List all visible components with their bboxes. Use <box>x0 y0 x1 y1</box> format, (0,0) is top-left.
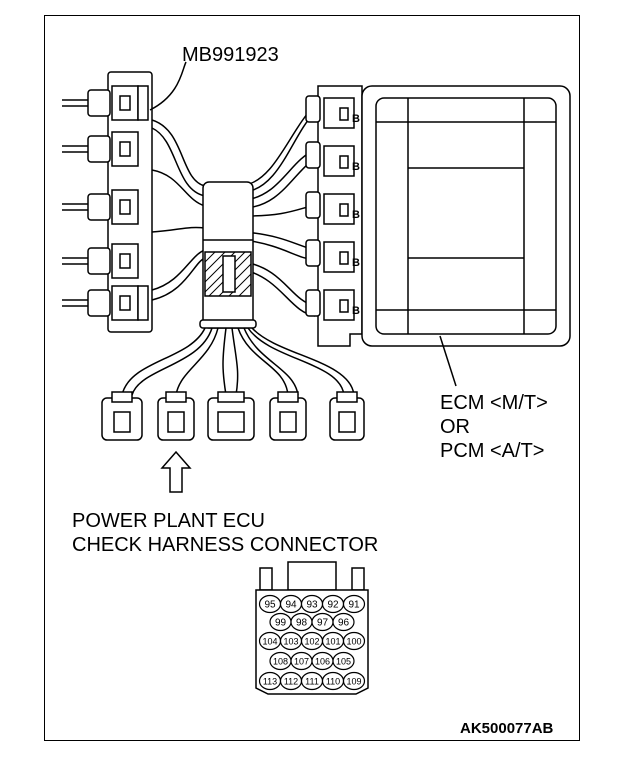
left-connector-1 <box>62 85 139 121</box>
pin-number: 107 <box>294 657 309 667</box>
pin-grid: 95 94 93 92 91 99 98 97 96 104 103 102 101 100 108 107 1… <box>258 594 366 691</box>
pin-number: 93 <box>306 600 318 611</box>
ecm-pin-mark: B <box>352 305 360 317</box>
ecm-label-line1: ECM <M/T> <box>440 392 548 414</box>
left-connector-stack <box>62 71 153 333</box>
left-connector-4 <box>62 243 139 279</box>
pin-number: 96 <box>338 618 350 629</box>
check-label-line1: POWER PLANT ECU <box>72 510 265 532</box>
check-connector-2 <box>157 391 195 441</box>
pin-number: 94 <box>285 600 297 611</box>
ecm-label-line3: PCM <A/T> <box>440 440 545 462</box>
check-connector-3 <box>207 391 255 441</box>
pin-number: 109 <box>346 677 361 687</box>
figure-frame <box>44 15 580 741</box>
ecm-label-line2: OR <box>440 416 470 438</box>
left-connector-5 <box>62 285 139 321</box>
pin-number: 98 <box>296 618 308 629</box>
check-connector-4 <box>269 391 307 441</box>
pin-number: 92 <box>327 600 339 611</box>
mb991923-leader <box>149 61 187 111</box>
ecm-pin-marks: B B B B B <box>352 113 360 317</box>
pin-cell <box>342 631 366 651</box>
check-connector-5 <box>329 391 365 441</box>
pin-number: 112 <box>284 677 298 687</box>
up-arrow-icon <box>160 450 192 493</box>
ecm-leader <box>439 335 457 387</box>
check-connector-1 <box>101 391 143 441</box>
tool-label: MB991923 <box>182 44 279 66</box>
figure-code: AK500077AB <box>460 720 554 737</box>
ecm-unit <box>305 85 571 387</box>
ecm-pin-blocks <box>323 97 355 321</box>
pin-number: 106 <box>315 657 330 667</box>
pin-cell <box>332 612 355 632</box>
pin-number: 101 <box>325 637 340 647</box>
pin-cell <box>342 671 366 691</box>
pin-number: 95 <box>264 600 276 611</box>
ecm-pin-mark: B <box>352 257 360 269</box>
pin-number: 103 <box>283 637 298 647</box>
ecm-pin-mark: B <box>352 161 360 173</box>
pin-number: 105 <box>336 657 351 667</box>
left-connector-3 <box>62 189 139 225</box>
pin-number: 99 <box>275 618 287 629</box>
ecm-plug-connectors <box>305 95 321 317</box>
pin-number: 97 <box>317 618 329 629</box>
pin-number: 104 <box>262 637 277 647</box>
check-harness-connectors <box>101 391 365 441</box>
pin-number: 102 <box>304 637 319 647</box>
pin-number: 100 <box>346 637 361 647</box>
check-label-line2: CHECK HARNESS CONNECTOR <box>72 534 379 556</box>
pin-number: 110 <box>326 677 340 687</box>
junction-block <box>199 181 257 329</box>
pin-cell <box>342 594 366 614</box>
ecm-pin-mark: B <box>352 209 360 221</box>
left-connector-2 <box>62 131 139 167</box>
pin-number: 91 <box>348 600 360 611</box>
pin-number: 113 <box>263 677 277 687</box>
pin-number: 108 <box>273 657 288 667</box>
ecm-pin-mark: B <box>352 113 360 125</box>
pin-number: 111 <box>305 677 319 687</box>
pin-cell <box>332 651 355 671</box>
